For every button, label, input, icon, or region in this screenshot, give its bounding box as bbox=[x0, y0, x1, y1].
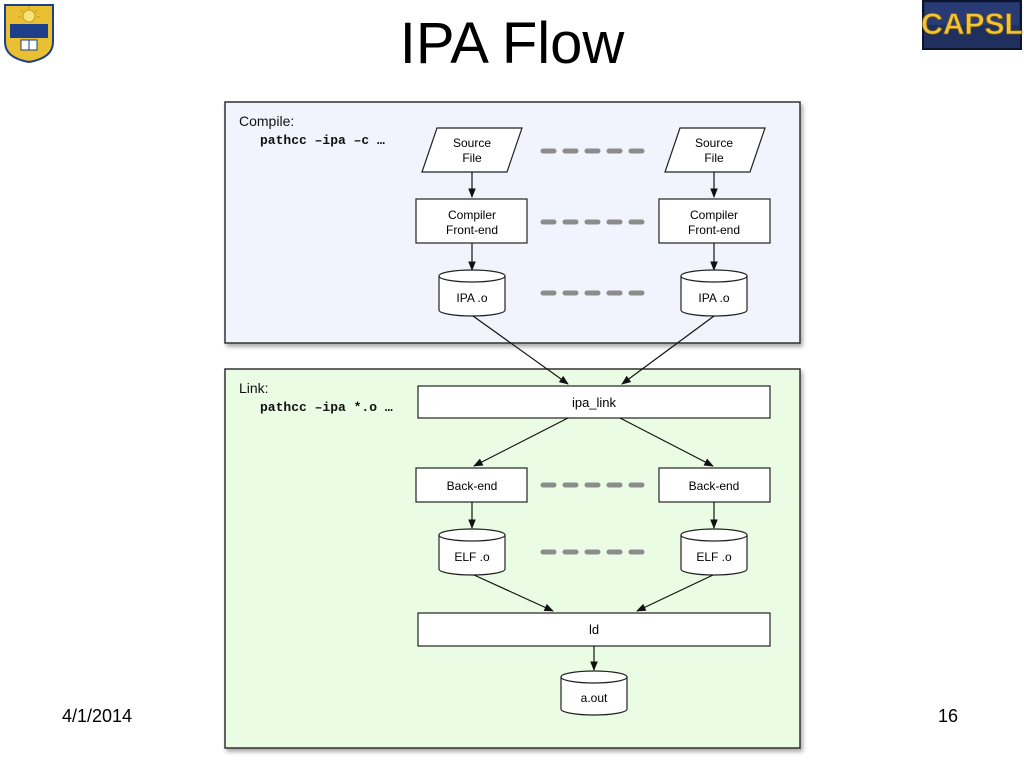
capsl-logo bbox=[922, 0, 1022, 50]
compiler-frontend-right-line1: Compiler bbox=[690, 208, 738, 222]
backend-left bbox=[415, 467, 528, 503]
university-of-delaware-logo bbox=[2, 2, 56, 64]
ld-box bbox=[417, 612, 771, 647]
arrow-ipalink-to-backend-left bbox=[473, 417, 569, 467]
compiler-frontend-right bbox=[658, 198, 771, 244]
compiler-frontend-left-line2: Front-end bbox=[446, 223, 498, 237]
footer-page-number: 16 bbox=[938, 706, 959, 726]
backend-left-label: Back-end bbox=[447, 479, 498, 493]
arrow-elf-right-to-ld bbox=[636, 574, 714, 612]
link-heading: Link: bbox=[239, 380, 269, 396]
capsl-logo-text: CAPSL bbox=[921, 8, 1023, 41]
source-file-right-line1: Source bbox=[695, 136, 733, 150]
link-command: pathcc –ipa *.o … bbox=[260, 400, 393, 415]
elf-o-right-label: ELF .o bbox=[696, 550, 732, 564]
arrow-ipalink-to-backend-right bbox=[619, 417, 714, 467]
arrow-elf-left-to-ld bbox=[473, 574, 554, 612]
link-panel: Link: pathcc –ipa *.o … ipa_link Back-en… bbox=[224, 368, 801, 749]
compile-panel: Compile: pathcc –ipa –c … Source File Co… bbox=[224, 101, 801, 344]
compiler-frontend-left-line1: Compiler bbox=[448, 208, 496, 222]
elf-o-left-label: ELF .o bbox=[454, 550, 490, 564]
ld-label: ld bbox=[589, 622, 599, 637]
arrow-ipa-left-to-ipalink bbox=[472, 315, 569, 385]
slide-title: IPA Flow bbox=[399, 11, 625, 76]
compile-command: pathcc –ipa –c … bbox=[260, 133, 385, 148]
elf-o-left bbox=[438, 528, 506, 576]
backend-right-label: Back-end bbox=[689, 479, 740, 493]
arrow-ipa-right-to-ipalink bbox=[621, 315, 715, 385]
source-file-right bbox=[664, 127, 766, 173]
ipa-link-label: ipa_link bbox=[572, 395, 617, 410]
footer-date: 4/1/2014 bbox=[62, 706, 133, 726]
a-out-cylinder bbox=[560, 670, 628, 716]
source-file-right-line2: File bbox=[704, 151, 724, 165]
ipa-o-right-label: IPA .o bbox=[698, 291, 729, 305]
ipa-o-right bbox=[680, 269, 748, 317]
elf-o-right bbox=[680, 528, 748, 576]
a-out-label: a.out bbox=[581, 691, 608, 705]
ipa-o-left bbox=[438, 269, 506, 317]
source-file-left bbox=[421, 127, 523, 173]
backend-right bbox=[658, 467, 771, 503]
compiler-frontend-right-line2: Front-end bbox=[688, 223, 740, 237]
ipa-link-box bbox=[417, 385, 771, 419]
source-file-left-line2: File bbox=[462, 151, 482, 165]
source-file-left-line1: Source bbox=[453, 136, 491, 150]
ipa-o-left-label: IPA .o bbox=[456, 291, 487, 305]
compile-heading: Compile: bbox=[239, 113, 294, 129]
